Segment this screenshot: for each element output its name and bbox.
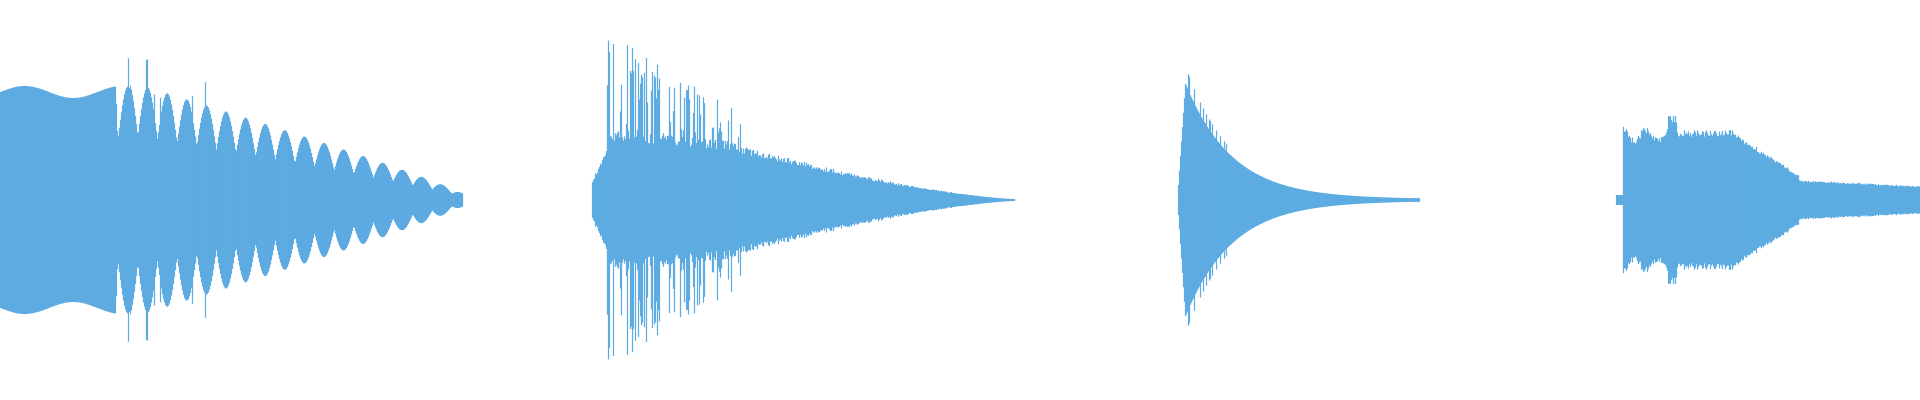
waveform-clip-1 [0,58,464,342]
waveform-clip-3 [1177,74,1421,326]
waveform-clip-4 [1615,115,1920,285]
waveform-clip-2 [591,40,1016,360]
